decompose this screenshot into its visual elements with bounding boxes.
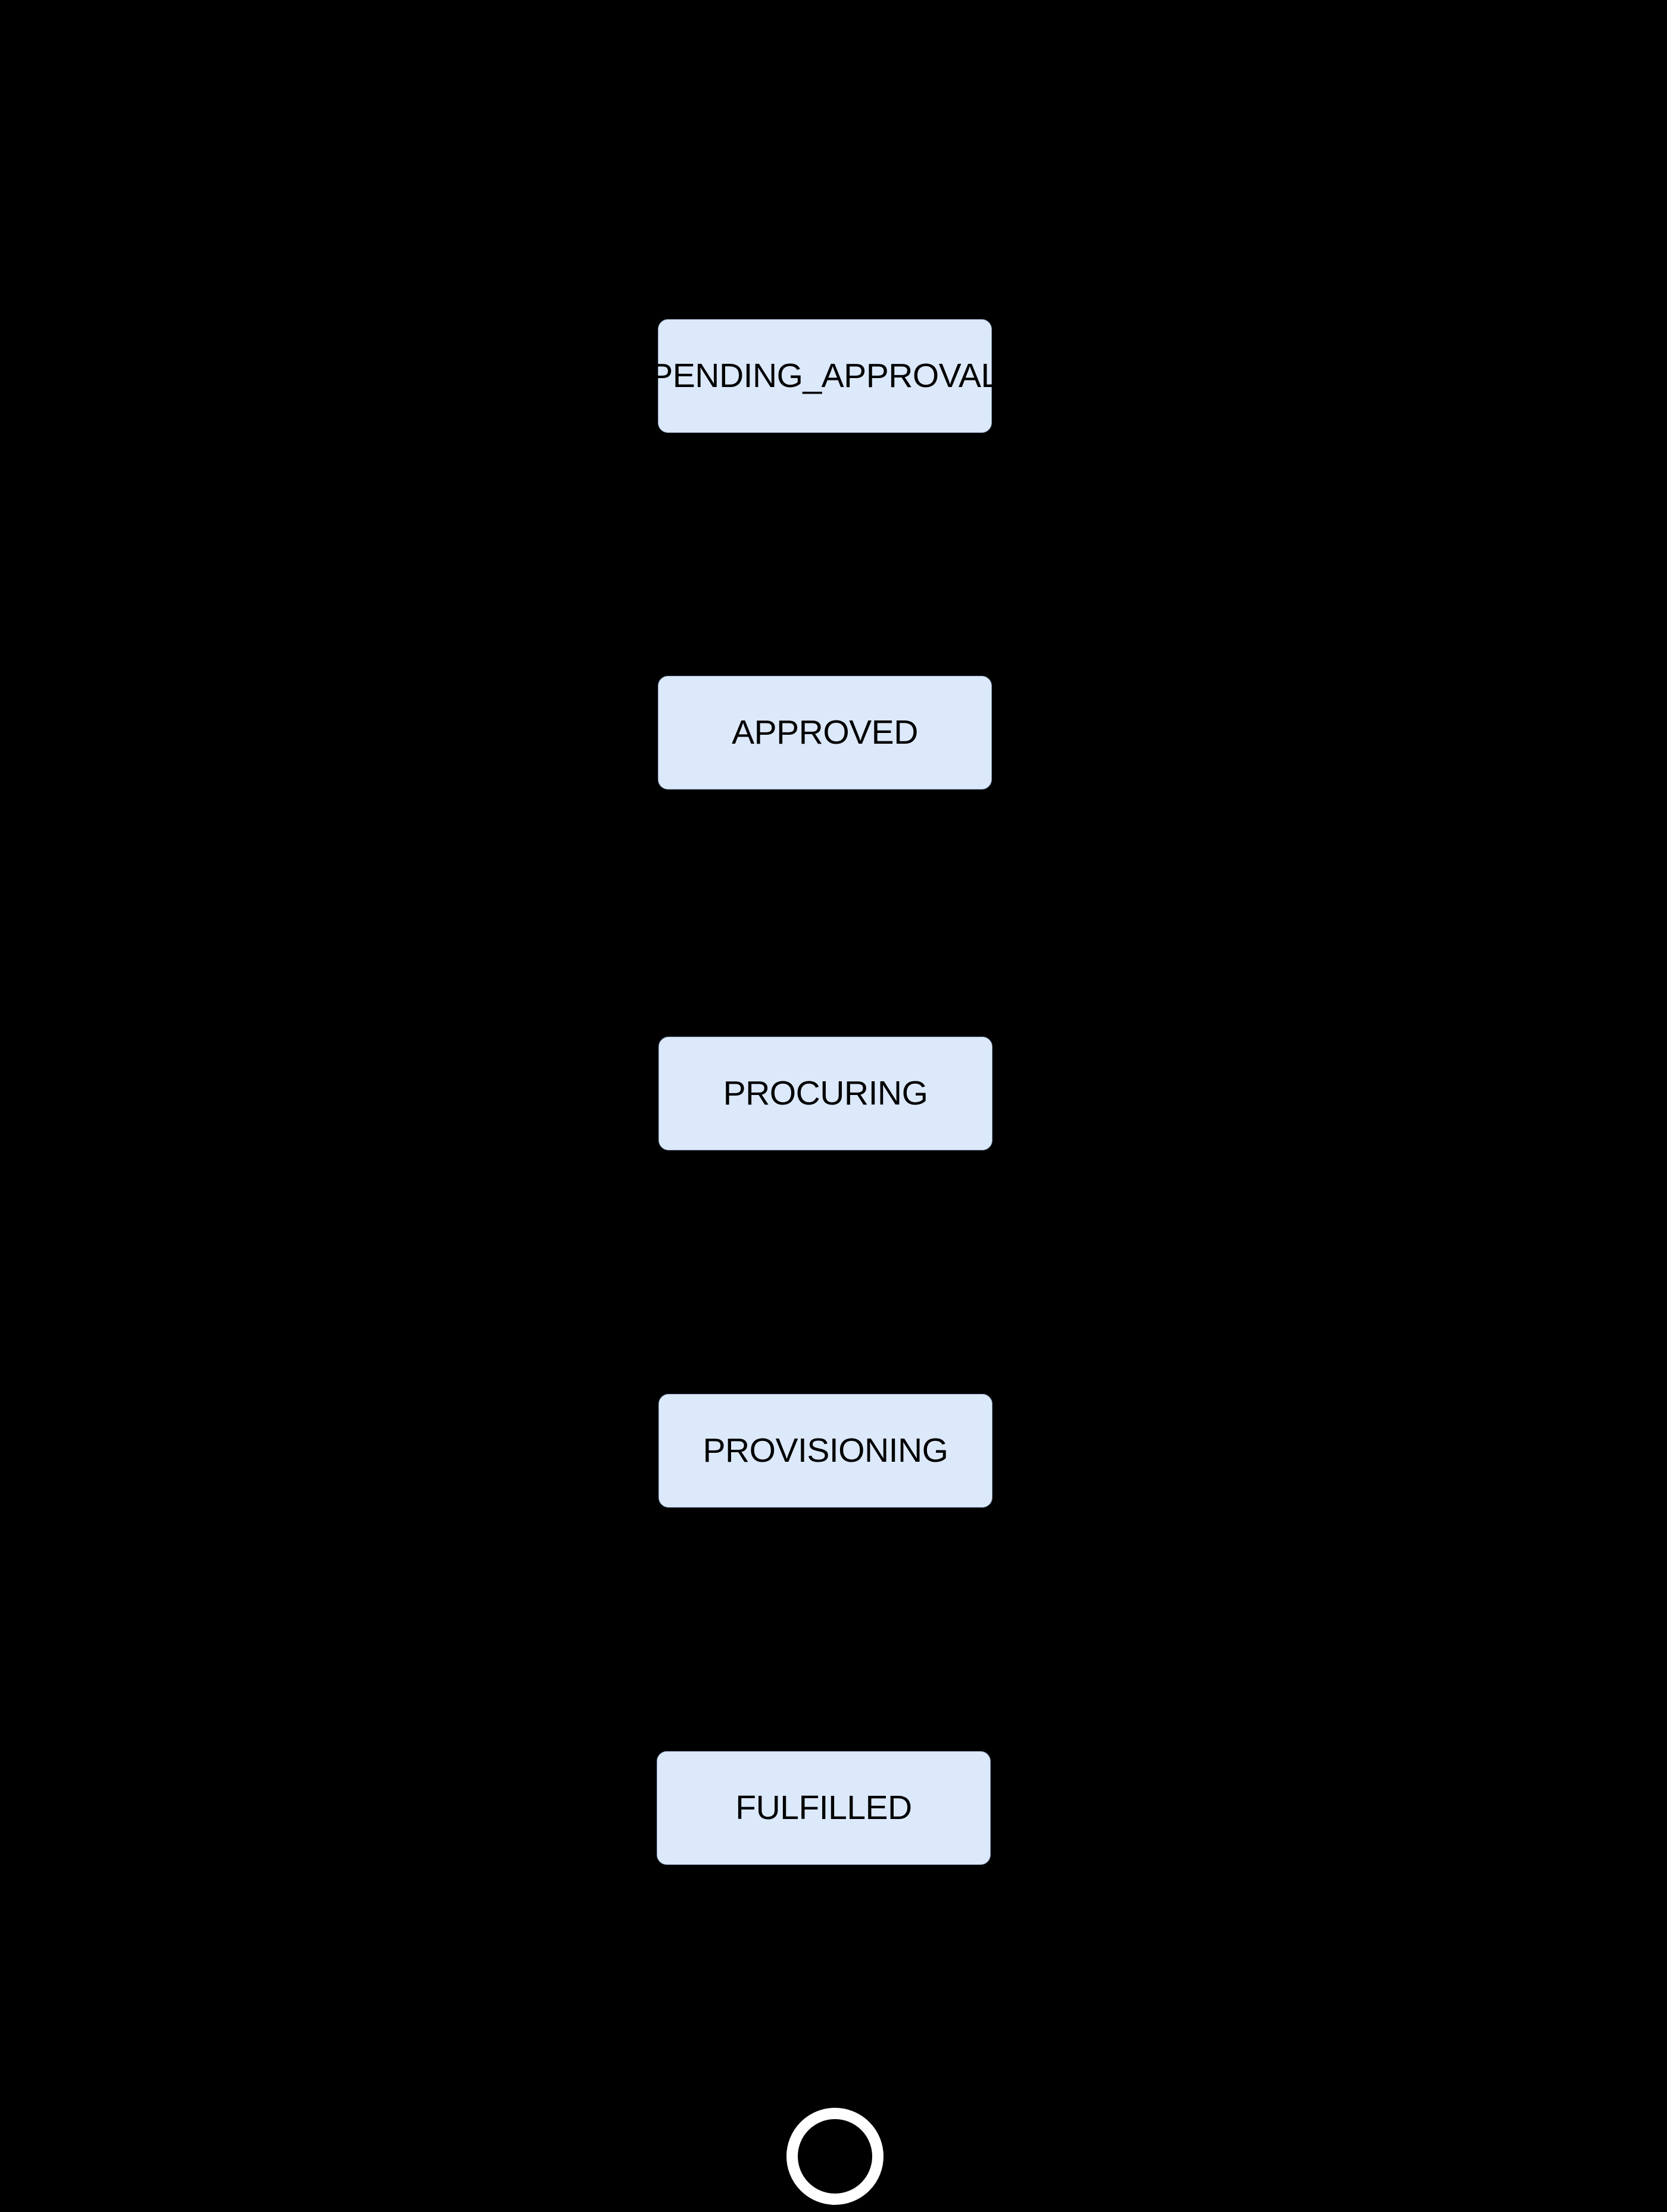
end-state-ring-icon[interactable] (786, 2108, 884, 2205)
state-node-procuring[interactable]: PROCURING (658, 1037, 992, 1150)
state-node-label: PENDING_APPROVAL (650, 357, 1000, 395)
edge-procuring-to-provisioning (825, 1150, 826, 1394)
state-node-label: PROCURING (723, 1074, 928, 1112)
state-node-pending-approval[interactable]: PENDING_APPROVAL (650, 319, 1000, 433)
edge-pending-approval-to-approved (825, 433, 826, 676)
state-node-label: FULFILLED (735, 1789, 912, 1827)
edge-fulfilled-to-end-state (824, 1865, 825, 2108)
edge-approved-to-procuring (825, 790, 826, 1037)
edge-provisioning-to-fulfilled (825, 1508, 826, 1751)
state-node-provisioning[interactable]: PROVISIONING (658, 1394, 992, 1508)
state-node-fulfilled[interactable]: FULFILLED (657, 1751, 991, 1865)
state-node-label: PROVISIONING (703, 1431, 948, 1470)
state-node-label: APPROVED (732, 713, 918, 751)
state-node-approved[interactable]: APPROVED (658, 676, 992, 790)
